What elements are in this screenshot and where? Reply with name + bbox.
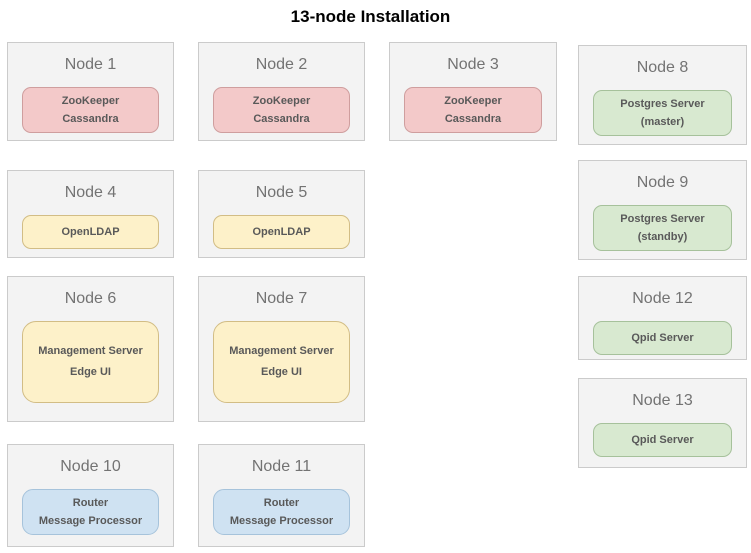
service-label: Postgres Server (620, 212, 705, 225)
service-label: OpenLDAP (61, 225, 120, 238)
node-9-services-pill: Postgres Server (standby) (593, 205, 732, 251)
node-7: Node 7 Management Server Edge UI (198, 276, 365, 422)
service-label: ZooKeeper (252, 94, 311, 107)
node-11-services-pill: Router Message Processor (213, 489, 350, 535)
node-10-label: Node 10 (60, 458, 121, 475)
node-1: Node 1 ZooKeeper Cassandra (7, 42, 174, 141)
node-10-services-pill: Router Message Processor (22, 489, 159, 535)
service-label: Message Processor (229, 515, 334, 527)
node-8-services-pill: Postgres Server (master) (593, 90, 732, 136)
node-7-label: Node 7 (255, 290, 308, 307)
node-8-label: Node 8 (636, 59, 689, 76)
node-13-services-pill: Qpid Server (593, 423, 732, 457)
service-label: Router (263, 496, 300, 509)
service-label: (standby) (637, 231, 688, 243)
node-2: Node 2 ZooKeeper Cassandra (198, 42, 365, 141)
node-1-label: Node 1 (64, 56, 117, 73)
service-label: Postgres Server (620, 97, 705, 110)
node-12-label: Node 12 (632, 290, 693, 307)
service-label: Cassandra (444, 113, 502, 125)
node-12: Node 12 Qpid Server (578, 276, 747, 360)
node-2-services-pill: ZooKeeper Cassandra (213, 87, 350, 133)
node-7-services-pill: Management Server Edge UI (213, 321, 350, 403)
service-label: Edge UI (70, 366, 111, 378)
node-3: Node 3 ZooKeeper Cassandra (389, 42, 557, 141)
node-13: Node 13 Qpid Server (578, 378, 747, 468)
node-11-label: Node 11 (251, 458, 312, 475)
service-label: Cassandra (253, 113, 310, 125)
node-5-label: Node 5 (255, 184, 308, 201)
node-6-label: Node 6 (64, 290, 117, 307)
node-1-services-pill: ZooKeeper Cassandra (22, 87, 159, 133)
node-4: Node 4 OpenLDAP (7, 170, 174, 258)
service-label: Cassandra (62, 113, 119, 125)
node-4-label: Node 4 (64, 184, 117, 201)
node-3-label: Node 3 (447, 56, 499, 73)
node-12-services-pill: Qpid Server (593, 321, 732, 355)
node-10: Node 10 Router Message Processor (7, 444, 174, 547)
service-label: Message Processor (38, 515, 143, 527)
node-11: Node 11 Router Message Processor (198, 444, 365, 547)
node-4-services-pill: OpenLDAP (22, 215, 159, 249)
service-label: OpenLDAP (252, 225, 311, 238)
node-9-label: Node 9 (636, 174, 689, 191)
node-3-services-pill: ZooKeeper Cassandra (404, 87, 542, 133)
node-9: Node 9 Postgres Server (standby) (578, 160, 747, 260)
node-5-services-pill: OpenLDAP (213, 215, 350, 249)
service-label: ZooKeeper (444, 94, 502, 107)
service-label: Management Server (229, 345, 334, 358)
node-6: Node 6 Management Server Edge UI (7, 276, 174, 422)
service-label: Management Server (38, 345, 143, 358)
service-label: Router (72, 496, 109, 509)
service-label: Qpid Server (631, 331, 694, 344)
node-5: Node 5 OpenLDAP (198, 170, 365, 258)
service-label: Edge UI (261, 366, 302, 378)
node-13-label: Node 13 (632, 392, 693, 409)
diagram-title: 13-node Installation (290, 7, 451, 26)
node-8: Node 8 Postgres Server (master) (578, 45, 747, 145)
service-label: Qpid Server (631, 433, 694, 446)
node-2-label: Node 2 (255, 56, 308, 73)
node-6-services-pill: Management Server Edge UI (22, 321, 159, 403)
service-label: (master) (640, 116, 685, 128)
service-label: ZooKeeper (61, 94, 120, 107)
